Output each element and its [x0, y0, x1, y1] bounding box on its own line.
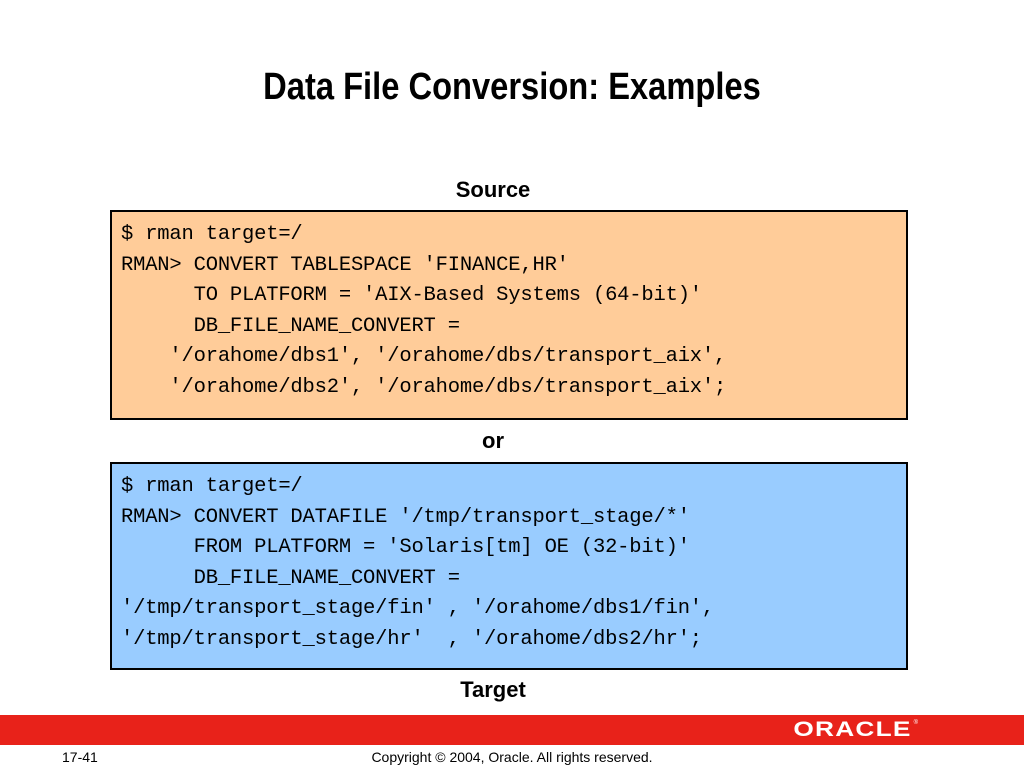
source-caption: Source — [455, 177, 531, 202]
target-code-line: '/tmp/transport_stage/fin' , '/orahome/d… — [121, 597, 714, 620]
source-code-line: DB_FILE_NAME_CONVERT = — [121, 314, 460, 338]
footer-bar: ORACLE ® — [0, 715, 1024, 745]
source-code-line: '/orahome/dbs2', '/orahome/dbs/transport… — [121, 375, 727, 399]
source-code-box: $ rman target=/ RMAN> CONVERT TABLESPACE… — [110, 210, 908, 420]
copyright-notice: Copyright © 2004, Oracle. All rights res… — [371, 749, 653, 765]
source-code-line: RMAN> CONVERT TABLESPACE 'FINANCE,HR' — [121, 253, 569, 277]
page-number: 17-41 — [62, 749, 98, 765]
source-code-line: TO PLATFORM = 'AIX-Based Systems (64-bit… — [121, 284, 702, 307]
target-code-line: RMAN> CONVERT DATAFILE '/tmp/transport_s… — [121, 505, 690, 529]
source-code-line: '/orahome/dbs1', '/orahome/dbs/transport… — [121, 345, 727, 368]
target-code-line: FROM PLATFORM = 'Solaris[tm] OE (32-bit)… — [121, 536, 690, 559]
target-code-box: $ rman target=/ RMAN> CONVERT DATAFILE '… — [110, 462, 908, 670]
target-code-line: DB_FILE_NAME_CONVERT = — [121, 566, 460, 590]
or-caption: or — [482, 428, 504, 453]
target-code-line: $ rman target=/ — [121, 475, 303, 498]
slide-title: Data File Conversion: Examples — [263, 66, 761, 108]
oracle-logo: ORACLE — [793, 718, 912, 741]
target-code-line: '/tmp/transport_stage/hr' , '/orahome/db… — [121, 627, 702, 651]
source-code-line: $ rman target=/ — [121, 223, 303, 246]
target-caption: Target — [460, 677, 526, 702]
registered-mark: ® — [913, 720, 918, 726]
